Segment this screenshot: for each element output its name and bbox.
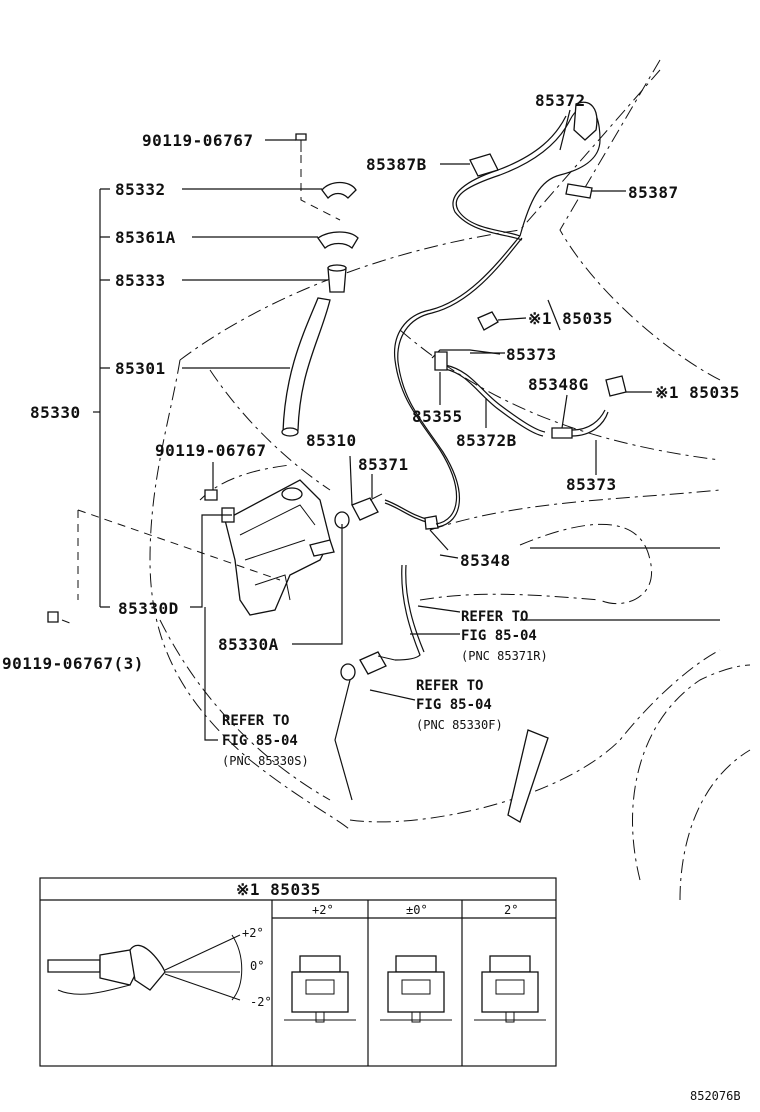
label-90119-mid: 90119-06767: [155, 441, 266, 460]
label-85387: 85387: [628, 183, 679, 202]
label-90119-bottom: 90119-06767(3): [2, 654, 144, 673]
label-85333: 85333: [115, 271, 166, 290]
ref1-line1: REFER TO: [461, 609, 528, 625]
label-85373-a: 85373: [506, 345, 557, 364]
label-85355: 85355: [412, 407, 463, 426]
ref2-line2: FIG 85-04: [416, 697, 492, 713]
label-85361A: 85361A: [115, 228, 176, 247]
label-85330A: 85330A: [218, 635, 279, 654]
angle-plus: +2°: [242, 926, 264, 940]
nozzle-adjustment-inset: ※1 85035 +2° ±0° 2° +2° 0° -2°: [39, 877, 557, 1067]
filler-neck: [281, 133, 359, 437]
ref1-line2: FIG 85-04: [461, 628, 537, 644]
ref1-line3: (PNC 85371R): [461, 649, 548, 663]
vehicle-outline: [149, 59, 751, 901]
ref3-line3: (PNC 85330S): [222, 754, 309, 768]
label-90119-top: 90119-06767: [142, 131, 253, 150]
ref3-line2: FIG 85-04: [222, 733, 298, 749]
label-85035-b: ※1 85035: [655, 383, 740, 402]
label-85330D: 85330D: [118, 599, 179, 618]
label-85330: 85330: [30, 403, 81, 422]
figure-id: 852076B: [690, 1089, 741, 1103]
part-labels: 90119-06767 85332 85361A 85333 85301 853…: [2, 91, 740, 673]
connector-view-zero: [380, 955, 452, 1023]
label-85387B: 85387B: [366, 155, 427, 174]
reference-notes: REFER TO FIG 85-04 (PNC 85371R) REFER TO…: [222, 609, 548, 768]
ref2-line3: (PNC 85330F): [416, 718, 503, 732]
washer-tank: [221, 479, 335, 616]
pumps: [47, 489, 396, 681]
connector-view-plus: [284, 955, 356, 1023]
ref3-line1: REFER TO: [222, 713, 289, 729]
label-85372B: 85372B: [456, 431, 517, 450]
label-85373-b: 85373: [566, 475, 617, 494]
leader-lines: [93, 109, 720, 801]
label-85332: 85332: [115, 180, 166, 199]
label-85301: 85301: [115, 359, 166, 378]
inset-title: ※1 85035: [236, 880, 321, 899]
nozzles: [469, 101, 627, 397]
connector-view-minus: [474, 955, 546, 1023]
label-85348: 85348: [460, 551, 511, 570]
ref2-line1: REFER TO: [416, 678, 483, 694]
label-85310: 85310: [306, 431, 357, 450]
label-85371: 85371: [358, 455, 409, 474]
inset-col3: 2°: [504, 903, 518, 917]
angle-minus: -2°: [250, 995, 272, 1009]
angle-zero: 0°: [250, 959, 264, 973]
inset-col1: +2°: [312, 903, 334, 917]
label-85035-a: ※1 85035: [528, 309, 613, 328]
washer-hoses: [384, 106, 609, 661]
label-85348G: 85348G: [528, 375, 589, 394]
inset-col2: ±0°: [406, 903, 428, 917]
label-85372: 85372: [535, 91, 586, 110]
